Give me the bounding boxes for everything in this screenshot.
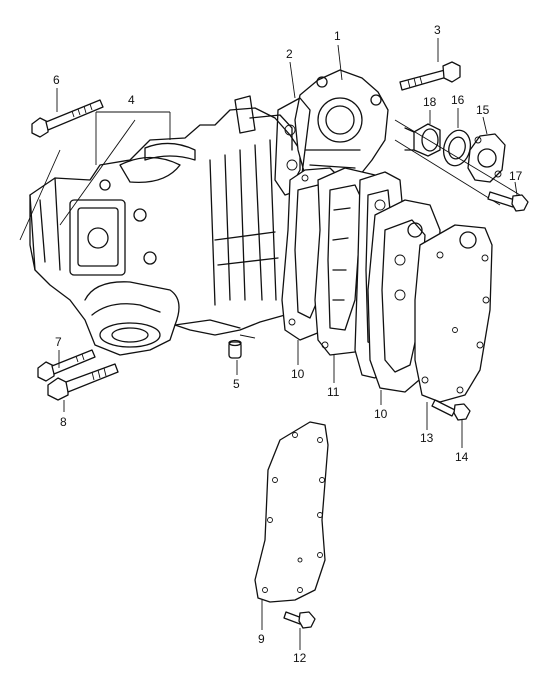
- callout-14: 14: [455, 450, 469, 464]
- callout-10-b: 10: [374, 407, 388, 421]
- callout-10-a: 10: [291, 367, 305, 381]
- callout-numbers: 1 2 3 4 5 6 7 8 9 10 11 10 12 13 14 15 1…: [53, 23, 523, 665]
- thermostat-18: [404, 123, 441, 157]
- callout-5: 5: [233, 377, 240, 391]
- exhaust-cover: [294, 69, 389, 191]
- bolt-8: [47, 363, 119, 401]
- callout-18: 18: [423, 95, 437, 109]
- callout-11: 11: [327, 385, 340, 399]
- bolt-14: [431, 399, 471, 421]
- bolt-6: [31, 99, 104, 138]
- dowel-pin: [228, 339, 242, 359]
- callout-13: 13: [420, 431, 434, 445]
- bolt-12: [283, 611, 316, 629]
- callout-17: 17: [509, 169, 523, 183]
- callout-16: 16: [451, 93, 465, 107]
- outer-cover-13: [414, 224, 493, 403]
- leader-lines: [56, 38, 518, 650]
- callout-12: 12: [293, 651, 307, 665]
- gasket-9: [254, 421, 329, 603]
- callout-3: 3: [434, 23, 441, 37]
- callout-1: 1: [334, 29, 341, 43]
- bolt-7: [37, 349, 96, 382]
- callout-2: 2: [286, 47, 293, 61]
- callout-15: 15: [476, 103, 490, 117]
- callout-8: 8: [60, 415, 67, 429]
- bolt-17: [487, 191, 529, 212]
- bolt-3: [399, 61, 461, 91]
- callout-6: 6: [53, 73, 60, 87]
- callout-4: 4: [128, 93, 135, 107]
- callout-7: 7: [55, 335, 62, 349]
- cylinder-block: [19, 95, 301, 356]
- thermostat-cap-15: [467, 133, 506, 183]
- callout-9: 9: [258, 632, 265, 646]
